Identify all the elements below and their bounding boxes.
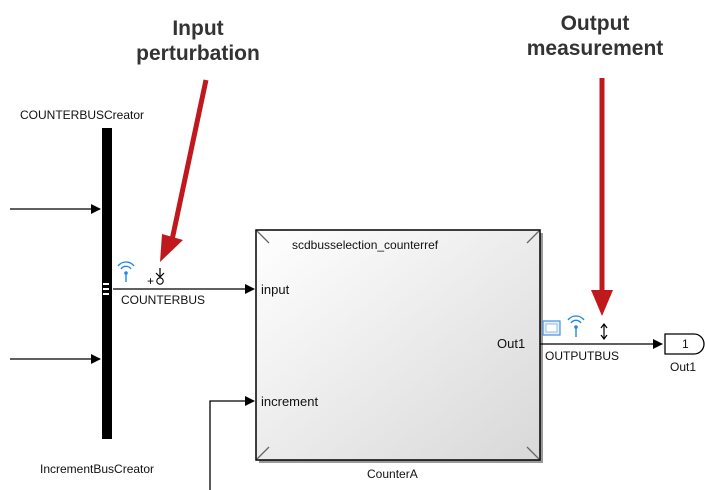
signal-logging-icon[interactable]: [567, 315, 585, 337]
annotation-input-text: Input perturbation: [136, 17, 260, 65]
subsystem-port-out: Out1: [497, 336, 526, 351]
output-annotation-arrow: [591, 78, 613, 316]
output-measurement-annotation: Output measurement: [510, 11, 680, 61]
counter-subsystem-block[interactable]: [255, 229, 541, 461]
input-perturbation-annotation: Input perturbation: [118, 16, 278, 66]
subsystem-port-input: input: [261, 282, 290, 297]
annotation-output-text: Output measurement: [526, 12, 664, 60]
subsystem-name-label: CounterA: [367, 467, 418, 481]
svg-text:+: +: [147, 274, 154, 288]
signal-viewer-icon[interactable]: [542, 320, 561, 336]
outport-label: Out1: [670, 360, 697, 374]
increment-signal-line[interactable]: [209, 396, 255, 490]
outport-block[interactable]: [664, 333, 705, 355]
signal-logging-icon[interactable]: [117, 261, 135, 282]
counterbus-signal-label: COUNTERBUS: [121, 293, 206, 307]
subsystem-port-increment: increment: [261, 394, 319, 409]
counterbus-creator-label: COUNTERBUSCreator: [20, 108, 145, 122]
increment-bus-creator-label: IncrementBusCreator: [40, 462, 155, 476]
input-perturbation-marker[interactable]: [156, 277, 164, 285]
outport-number: 1: [682, 337, 689, 351]
input-annotation-arrow: [160, 79, 209, 262]
subsystem-title: scdbusselection_counterref: [292, 238, 439, 252]
outputbus-signal-label: OUTPUTBUS: [545, 349, 620, 363]
